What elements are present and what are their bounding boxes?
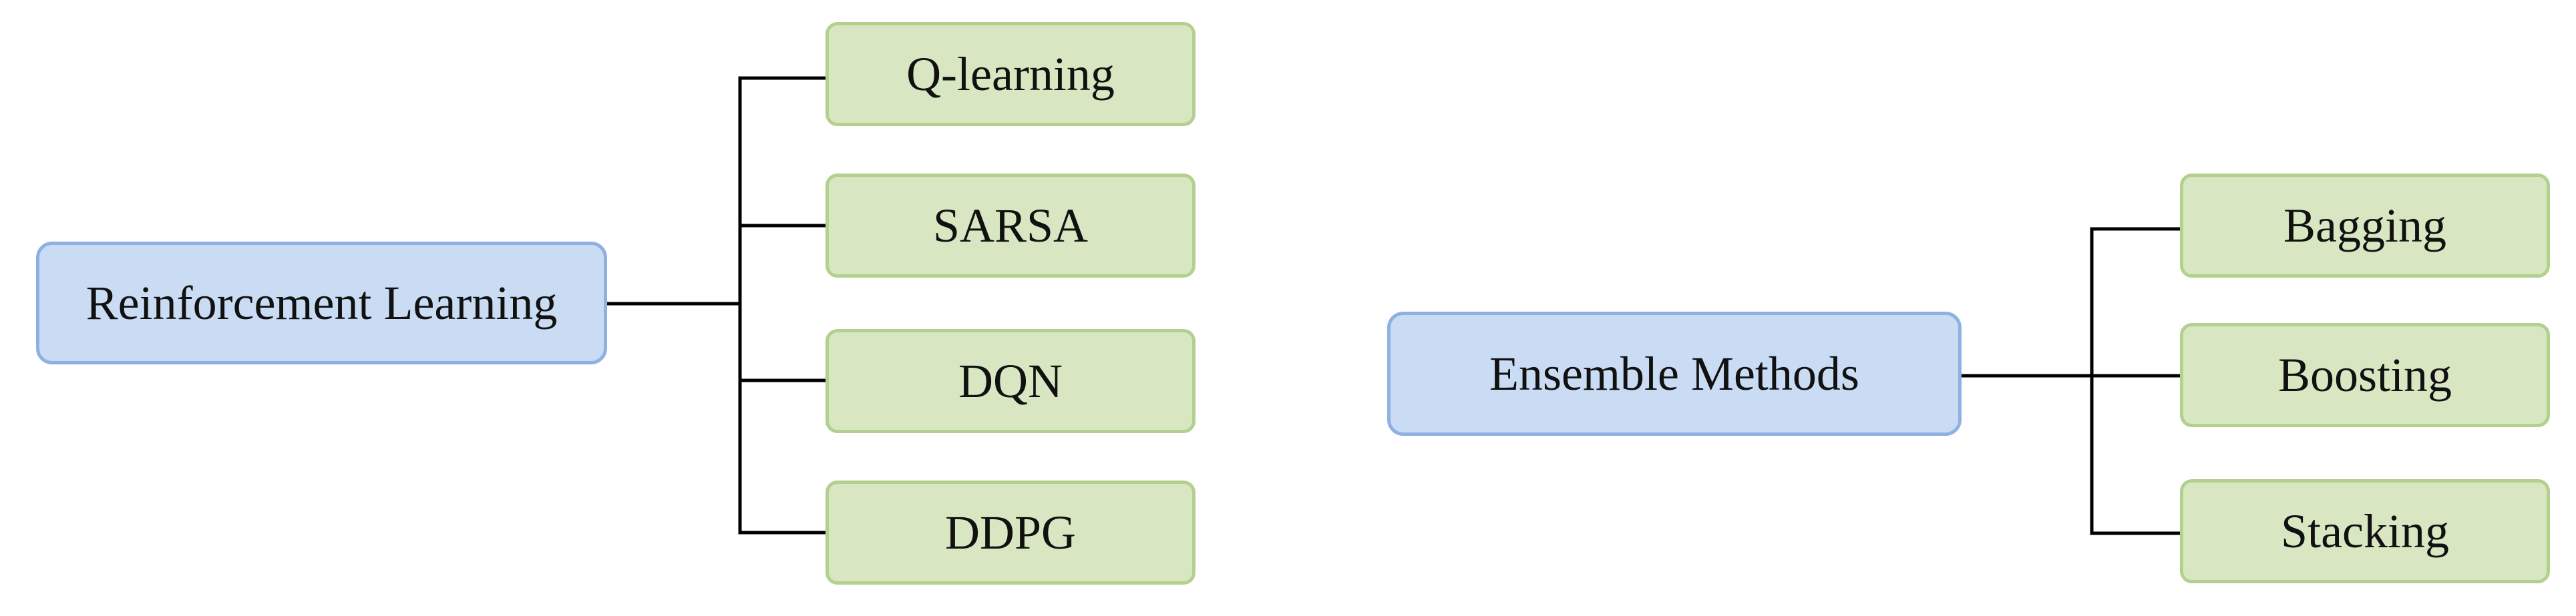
node-stacking: Stacking [2180, 479, 2550, 583]
node-reinforcement-learning: Reinforcement Learning [36, 242, 607, 364]
node-ensemble-methods: Ensemble Methods [1387, 312, 1962, 436]
node-bagging: Bagging [2180, 174, 2550, 278]
node-q-learning: Q-learning [825, 22, 1195, 126]
node-dqn: DQN [825, 329, 1195, 433]
node-boosting: Boosting [2180, 323, 2550, 427]
node-sarsa: SARSA [825, 174, 1195, 278]
node-ddpg: DDPG [825, 481, 1195, 585]
